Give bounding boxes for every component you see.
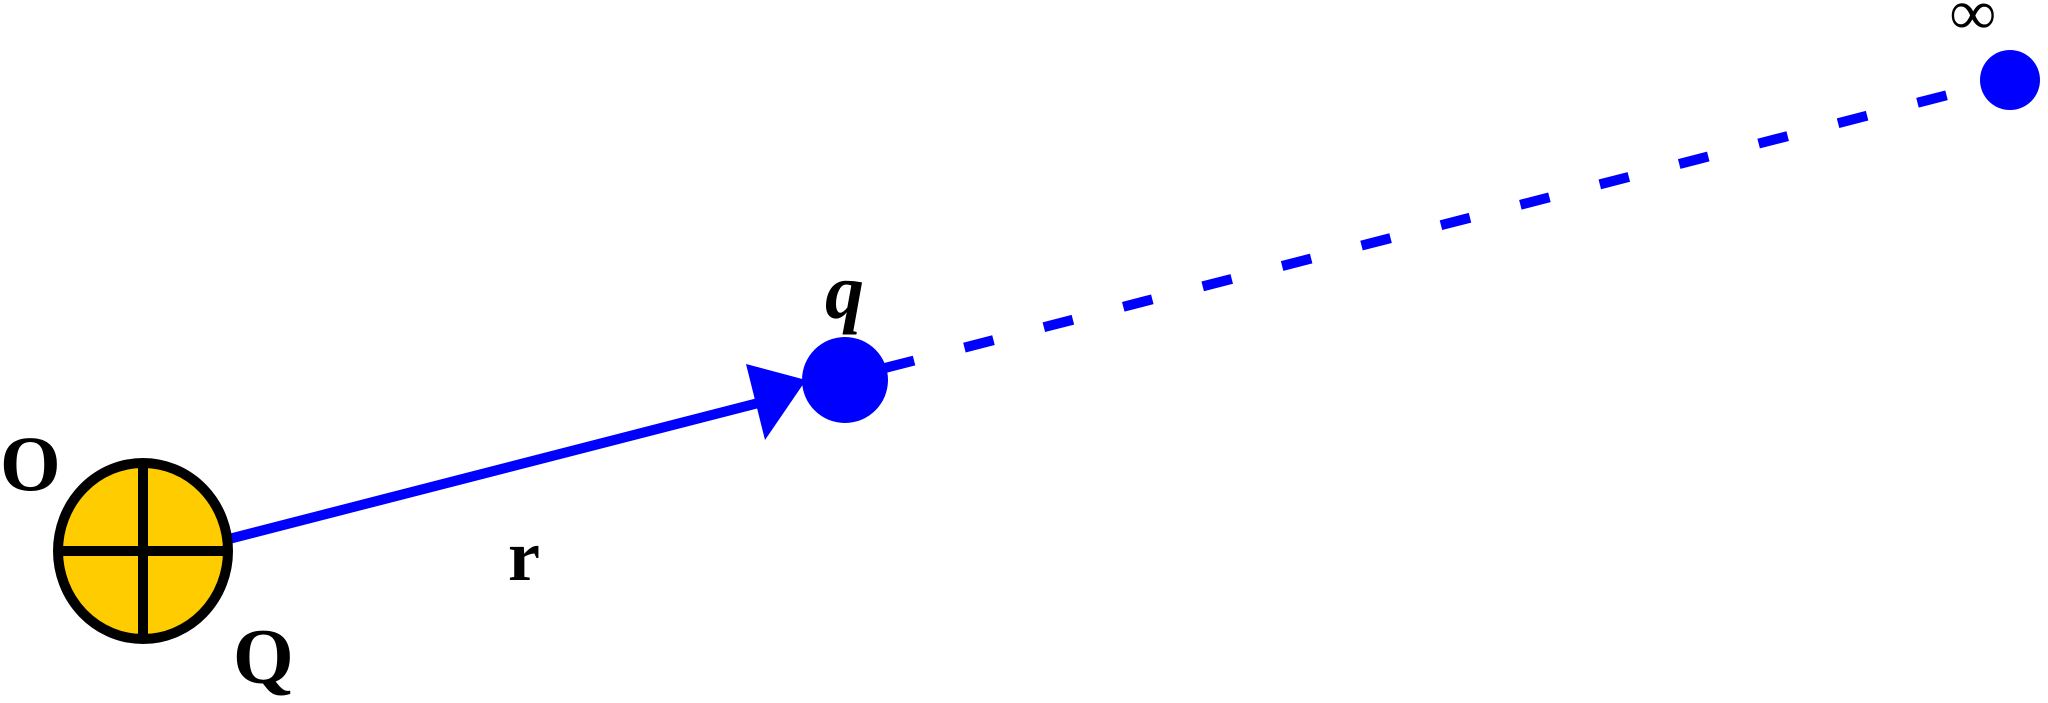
displacement-label: r [508,516,540,596]
origin-label: O [0,420,61,507]
displacement-vector [223,395,772,545]
test-charge-label: q [825,248,864,335]
path-to-infinity [883,83,1977,373]
positive-charge-icon [53,458,233,644]
source-charge-label: Q [233,613,294,700]
test-charge [802,337,888,423]
infinity-point [1980,50,2040,110]
arrowhead-icon [746,364,806,440]
infinity-label: ∞ [1950,0,1996,48]
